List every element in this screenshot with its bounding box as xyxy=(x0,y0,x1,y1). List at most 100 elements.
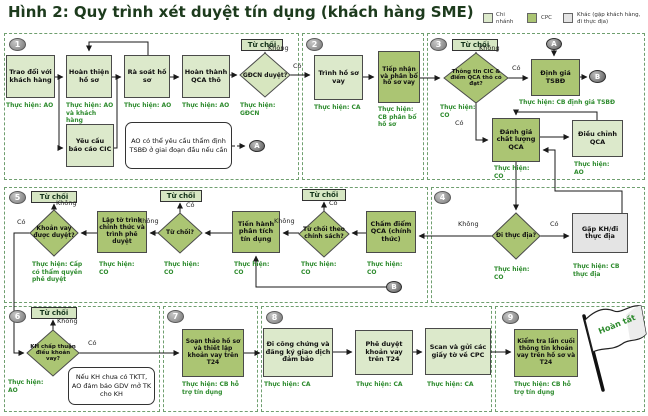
edge-label-no-tu-choi-cs: Không xyxy=(274,217,295,225)
reject-box-3: Từ chối xyxy=(452,39,498,51)
legend-swatch-khac xyxy=(563,13,573,23)
reject-box-5b: Từ chối xyxy=(160,190,202,202)
connector-badge-a1: A xyxy=(249,140,265,152)
legend-label-cpc: CPC xyxy=(541,15,552,21)
section-number-9: 9 xyxy=(502,311,519,324)
process-phe-duyet-t24: Phê duyệt khoản vay trên T24 xyxy=(355,330,413,375)
edge-label-yes-tu-choi: Có xyxy=(186,201,195,209)
section-border-4 xyxy=(431,187,645,303)
section-number-5: 5 xyxy=(9,191,26,204)
process-yeu-cau-cic: Yêu cầu báo cáo CIC xyxy=(66,124,114,167)
edge-label-yes-chap-thuan: Có xyxy=(88,339,97,347)
decision-khoan-vay: Khoản vay được duyệt? xyxy=(33,225,75,239)
connector-badge-a2: A xyxy=(546,38,562,50)
exec-tien-hanh: Thực hiện: CO xyxy=(234,261,270,276)
process-dinh-gia-tsbd: Định giá TSBĐ xyxy=(531,59,580,96)
legend-swatch-chi-nhanh xyxy=(483,13,493,23)
process-hoan-thanh-qca: Hoàn thành QCA thô xyxy=(182,55,230,98)
process-soan-thao: Soạn thảo hồ sơ và thiết lập khoản vay t… xyxy=(182,329,244,377)
process-cham-diem-qca: Chấm điểm QCA (chính thức) xyxy=(366,211,416,253)
note-tktt: Nếu KH chưa có TKTT, AO đảm bảo GDV mở T… xyxy=(68,367,155,405)
process-trao-doi: Trao đổi với khách hàng xyxy=(6,55,55,98)
section-border-7 xyxy=(163,306,258,412)
decision-cic-qca: Thông tin CIC & điểm QCA thô có đạt? xyxy=(450,68,502,88)
note-tsbd: AO có thể yêu cầu thẩm định TSBĐ ở giai … xyxy=(125,122,232,169)
process-ra-soat: Rà soát hồ sơ xyxy=(124,55,170,98)
connector-badge-b2: B xyxy=(386,281,402,293)
process-scan-gui: Scan và gửi các giấy tờ về CPC xyxy=(425,328,491,375)
exec-trao-doi: Thực hiện: AO xyxy=(6,102,54,109)
process-tiep-nhan: Tiếp nhận và phân bổ hồ sơ vay xyxy=(378,51,420,103)
process-dieu-chinh-qca: Điều chỉnh QCA xyxy=(572,120,623,157)
edge-label-no-cic: Không xyxy=(479,44,500,52)
section-number-1: 1 xyxy=(9,38,26,51)
exec-di-thuc-dia: Thực hiện: CO xyxy=(494,266,530,281)
exec-gap-kh: Thực hiện: CB thực địa xyxy=(573,263,620,278)
decision-tu-choi: Từ chối? xyxy=(166,228,194,236)
edge-label-yes-tu-choi-cs: Có xyxy=(329,199,338,207)
edge-label-no-tu-choi: Không xyxy=(138,217,159,225)
exec-dieu-chinh: Thực hiện: AO xyxy=(574,161,610,176)
section-number-3: 3 xyxy=(430,38,447,51)
exec-ra-soat: Thực hiện: AO xyxy=(124,102,172,109)
edge-label-no-thuc-dia: Không xyxy=(458,220,479,228)
section-border-3 xyxy=(427,33,645,180)
process-tien-hanh-pt: Tiến hành phân tích tín dụng xyxy=(232,211,280,253)
exec-tiep-nhan: Thực hiện: CB phân bổ hồ sơ xyxy=(378,106,417,128)
edge-label-yes-gdcn: Có xyxy=(293,62,302,70)
exec-scan: Thực hiện: CA xyxy=(427,381,474,388)
reject-box-6: Từ chối xyxy=(31,307,77,319)
process-lap-to-trinh: Lập tờ trình chính thức và trình phê duy… xyxy=(97,211,147,253)
exec-danh-gia: Thực hiện: CO xyxy=(494,165,530,180)
exec-phe-duyet: Thực hiện: CA xyxy=(356,381,403,388)
decision-tu-choi-cs: Từ chối theo chính sách? xyxy=(303,226,345,240)
edge-label-yes-cic: Có xyxy=(512,64,521,72)
process-gap-kh: Gặp KH/đi thực địa xyxy=(572,213,628,253)
edge-label-no-khoan-vay: Không xyxy=(56,199,77,207)
section-border-6 xyxy=(4,306,160,412)
process-danh-gia-qca: Đánh giá chất lượng QCA xyxy=(492,118,540,162)
exec-lap-to-trinh: Thực hiện: CO xyxy=(99,261,135,276)
edge-label-yes-thuc-dia: Có xyxy=(550,220,559,228)
exec-tu-choi: Thực hiện: CO xyxy=(164,261,200,276)
decision-kh-chap-thuan: KH chấp thuận điều khoản vay? xyxy=(30,343,76,363)
process-di-cong-chung: Đi công chứng và đăng ký giao dịch đảm b… xyxy=(263,328,333,377)
process-trinh-ho-so: Trình hồ sơ vay xyxy=(314,55,363,100)
edge-label-yes-cic-down: Có xyxy=(455,119,464,127)
section-number-7: 7 xyxy=(167,310,184,323)
section-number-2: 2 xyxy=(306,38,323,51)
exec-trinh: Thực hiện: CA xyxy=(314,104,361,111)
connector-badge-b1: B xyxy=(589,70,606,83)
exec-hoan-thanh: Thực hiện: AO xyxy=(182,102,230,109)
exec-hoan-thien: Thực hiện: AO và khách hàng xyxy=(66,102,114,124)
process-hoan-thien: Hoàn thiện hồ sơ xyxy=(66,55,112,98)
edge-label-yes-khoan-vay: Có xyxy=(17,218,26,226)
exec-khoan-vay: Thực hiện: Cấp có thẩm quyền phê duyệt xyxy=(32,261,83,283)
section-border-1 xyxy=(4,33,299,180)
exec-tu-choi-cs: Thực hiện: CO xyxy=(301,261,337,276)
exec-dinh-gia: Thực hiện: CB định giá TSBĐ xyxy=(519,99,615,106)
section-border-9 xyxy=(495,306,645,412)
section-number-4: 4 xyxy=(434,191,451,204)
reject-box-1: Từ chối xyxy=(241,39,283,51)
exec-gdcn: Thực hiện: GĐCN xyxy=(240,102,276,117)
legend-swatch-cpc xyxy=(527,13,537,23)
reject-box-5c: Từ chối xyxy=(302,189,346,201)
legend-label-khac: Khác (gặp khách hàng, đi thực địa) xyxy=(577,12,641,25)
reject-box-5a: Từ chối xyxy=(31,191,77,203)
section-number-6: 6 xyxy=(9,310,26,323)
exec-soan-thao: Thực hiện: CB hỗ trợ tín dụng xyxy=(182,381,239,396)
edge-label-no-gdcn: Không xyxy=(268,44,289,52)
exec-di-cong-chung: Thực hiện: CA xyxy=(264,381,311,388)
process-kiem-tra: Kiểm tra lần cuối thông tin khoản vay tr… xyxy=(514,329,578,377)
legend-label-chi-nhanh: Chi nhánh xyxy=(496,12,514,25)
section-border-8 xyxy=(261,306,492,412)
exec-kh-chap-thuan: Thực hiện: AO xyxy=(8,379,44,394)
section-number-8: 8 xyxy=(266,311,283,324)
exec-cic-qca: Thực hiện: CO xyxy=(440,104,476,119)
exec-kiem-tra: Thực hiện: CB hỗ trợ tín dụng xyxy=(514,381,571,396)
exec-cham-diem: Thực hiện: CO xyxy=(367,261,403,276)
edge-label-no-chap-thuan: Không xyxy=(57,317,78,325)
page-title: Hình 2: Quy trình xét duyệt tín dụng (kh… xyxy=(8,3,474,21)
